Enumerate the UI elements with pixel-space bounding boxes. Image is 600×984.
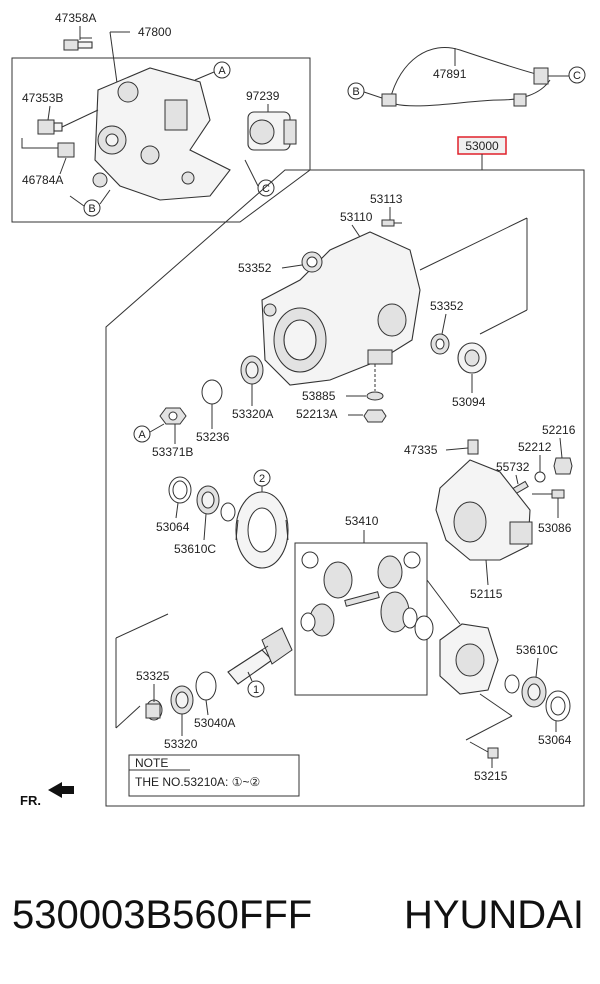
label-53094: 53094 — [452, 395, 486, 409]
subassembly-frame — [11, 57, 311, 223]
fr-label: FR. — [20, 793, 41, 808]
bearing-53610C-left — [196, 485, 220, 515]
svg-text:C: C — [262, 183, 270, 195]
callout-b-lower — [83, 199, 101, 217]
svg-text:1: 1 — [253, 684, 259, 696]
svg-text:A: A — [218, 65, 226, 77]
label-53064-left: 53064 — [156, 520, 190, 534]
label-53236: 53236 — [196, 430, 230, 444]
svg-text:A: A — [138, 429, 146, 441]
transfer-case-47800 — [92, 67, 231, 201]
label-53320: 53320 — [164, 737, 198, 751]
callout-1-pinion — [247, 680, 265, 698]
label-53352-right: 53352 — [430, 299, 464, 313]
bolt-53113 — [381, 219, 402, 227]
label-53410: 53410 — [345, 514, 379, 528]
drive-pinion — [227, 627, 293, 685]
label-47335: 47335 — [404, 443, 438, 457]
washer-53885 — [366, 391, 384, 401]
callout-c-top — [568, 66, 586, 84]
label-97239: 97239 — [246, 89, 280, 103]
bolt-53215 — [469, 741, 499, 759]
callout-a-top — [213, 61, 231, 79]
note-title: NOTE — [135, 756, 168, 770]
label-53610C-left: 53610C — [174, 542, 216, 556]
oring-right — [504, 674, 520, 694]
vent-47335 — [467, 439, 479, 455]
nut-52213A — [363, 409, 387, 423]
label-53215: 53215 — [474, 769, 508, 783]
label-47891: 47891 — [433, 67, 467, 81]
plug-52216 — [553, 457, 573, 475]
label-52115: 52115 — [470, 587, 503, 601]
label-53086: 53086 — [538, 521, 572, 535]
shim-53236 — [201, 379, 223, 405]
label-53325: 53325 — [136, 669, 170, 683]
callout-b-top — [347, 82, 365, 100]
sensor-46784A — [21, 138, 75, 158]
label-47358A: 47358A — [55, 11, 96, 25]
label-47800: 47800 — [138, 25, 172, 39]
wiring-harness-47891 — [381, 46, 551, 107]
label-52213A: 52213A — [296, 407, 337, 421]
footer-part-number: 530003B560FFF — [12, 893, 312, 937]
label-53064-right: 53064 — [538, 733, 572, 747]
label-53113: 53113 — [370, 192, 403, 206]
gasket-52212 — [534, 471, 546, 483]
label-53885: 53885 — [302, 389, 336, 403]
diff-carrier-53110 — [261, 231, 421, 386]
label-53352-left: 53352 — [238, 261, 272, 275]
note-box — [128, 754, 300, 797]
rear-cover-52115 — [435, 459, 533, 561]
bearing-53610C-right — [521, 676, 547, 708]
label-47353B: 47353B — [22, 91, 63, 105]
svg-text:B: B — [352, 86, 359, 98]
diff-gears-53410 — [300, 551, 421, 637]
callout-a-main — [133, 425, 151, 443]
label-46784A: 46784A — [22, 173, 63, 187]
label-53000: 53000 — [465, 139, 499, 153]
svg-text:B: B — [88, 203, 95, 215]
spacer-53325 — [145, 699, 163, 721]
bolt-53086 — [532, 489, 565, 499]
ring-gear — [235, 491, 289, 569]
sensor-47353B — [37, 119, 63, 135]
note-text: THE NO.53210A: ①~② — [135, 775, 260, 789]
front-arrow-icon — [48, 782, 74, 798]
label-55732: 55732 — [496, 460, 530, 474]
bolt-47358A — [63, 37, 93, 51]
svg-text:C: C — [573, 70, 581, 82]
callout-c-lower — [257, 179, 275, 197]
footer-brand: HYUNDAI — [404, 893, 584, 937]
label-53040A: 53040A — [194, 716, 235, 730]
svg-text:2: 2 — [259, 473, 265, 485]
oring-left — [220, 502, 236, 522]
main-assembly-frame — [105, 169, 585, 807]
bearing-53320A — [240, 355, 264, 385]
label-52216: 52216 — [542, 423, 576, 437]
actuator-97239 — [247, 111, 297, 151]
label-53110: 53110 — [340, 210, 373, 224]
diff-case — [414, 615, 499, 695]
label-53371B: 53371B — [152, 445, 193, 459]
label-52212: 52212 — [518, 440, 552, 454]
shim-53040A — [195, 671, 217, 701]
flange-53094 — [457, 342, 487, 374]
bearing-53320 — [170, 685, 194, 715]
label-53320A: 53320A — [232, 407, 273, 421]
label-53610C-right: 53610C — [516, 643, 558, 657]
